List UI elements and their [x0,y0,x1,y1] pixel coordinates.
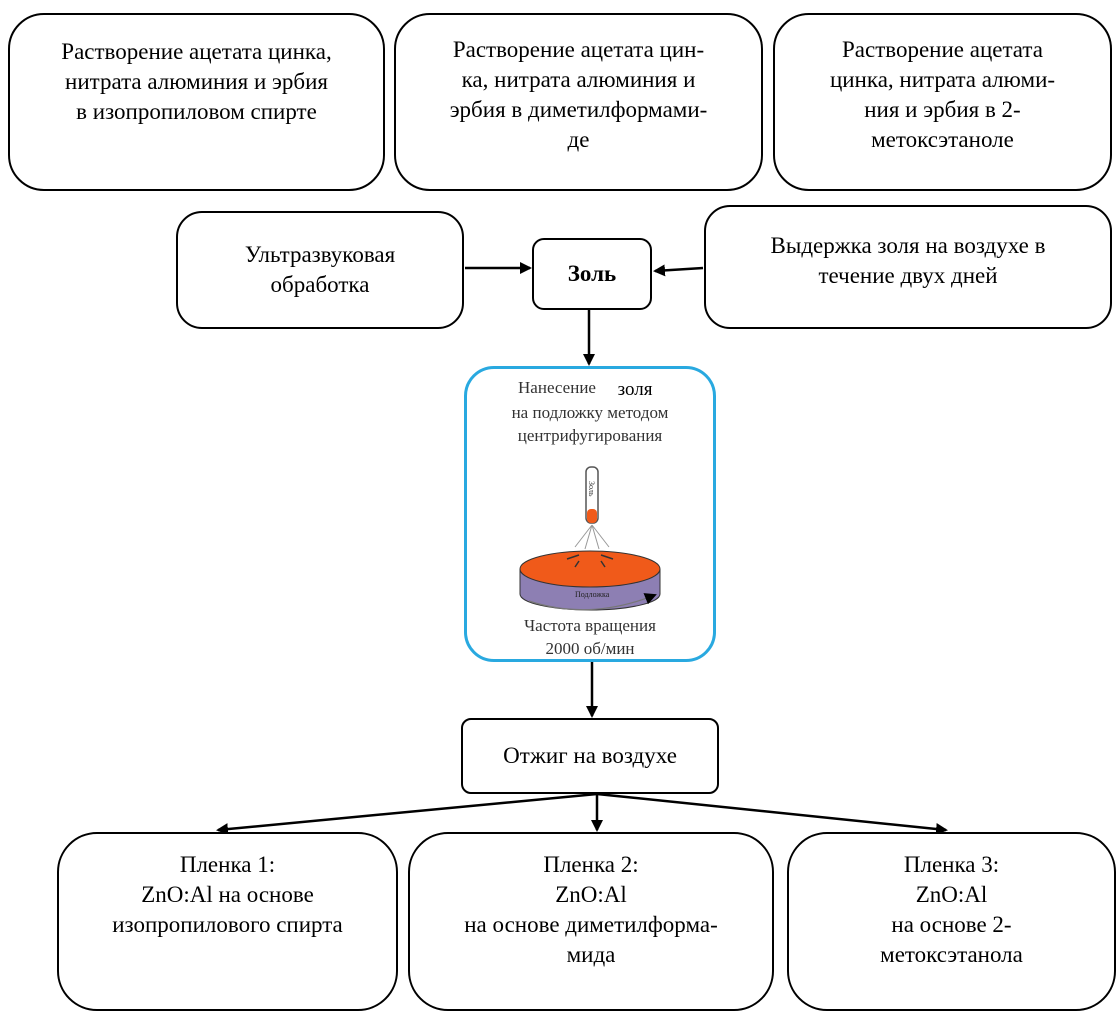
aging-text: Выдержка золя на воздухе в течение двух … [770,233,1046,288]
tube-label: Золь [587,481,596,497]
source-dmf-text: Растворение ацетата цин- ка, нитрата алю… [449,37,708,152]
source-methoxyethanol-box: Растворение ацетата цинка, нитрата алюми… [773,13,1112,191]
ultrasound-text: Ультразвуковая обработка [244,242,396,297]
film-3-text: Пленка 3: ZnO:Al на основе 2- метоксэтан… [880,852,1023,967]
arrow-anneal-to-film1 [216,792,598,836]
source-isopropanol-text: Растворение ацетата цинка, нитрата алюми… [61,39,332,124]
sol-box: Золь [532,238,652,310]
sol-tube-liquid [587,509,597,523]
spin-title-c: на подложку методом [511,403,669,422]
substrate-label: Подложка [575,590,610,599]
spin-title-d: центрифугирования [517,426,663,445]
annealing-text: Отжиг на воздухе [503,743,677,768]
film-1-box: Пленка 1: ZnO:Al на основе изопропиловог… [57,832,398,1011]
source-dmf-box: Растворение ацетата цин- ка, нитрата алю… [394,13,763,191]
arrow-aging-to-sol [653,264,704,277]
annealing-box: Отжиг на воздухе [461,718,719,794]
spin-rate-b: 2000 об/мин [545,639,635,658]
spin-title-a: Нанесение [518,378,596,397]
source-methoxyethanol-text: Растворение ацетата цинка, нитрата алюми… [829,37,1056,152]
spin-rate-a: Частота вращения [524,616,656,635]
ultrasound-box: Ультразвуковая обработка [176,211,464,329]
sol-text: Золь [567,261,617,286]
spin-title-b: золя [617,379,653,400]
arrow-anneal-to-film3 [596,792,948,835]
sol-film-surface [519,550,661,588]
film-3-box: Пленка 3: ZnO:Al на основе 2- метоксэтан… [787,832,1116,1011]
film-2-box: Пленка 2: ZnO:Al на основе диметилформа-… [408,832,774,1011]
film-1-text: Пленка 1: ZnO:Al на основе изопропиловог… [112,852,343,937]
spin-coater-illustration: Золь Подложка [519,466,661,611]
aging-box: Выдержка золя на воздухе в течение двух … [704,205,1112,329]
film-2-text: Пленка 2: ZnO:Al на основе диметилформа-… [464,852,718,967]
spin-coating-panel: Нанесение золя на подложку методом центр… [464,366,716,662]
source-isopropanol-box: Растворение ацетата цинка, нитрата алюми… [8,13,385,191]
